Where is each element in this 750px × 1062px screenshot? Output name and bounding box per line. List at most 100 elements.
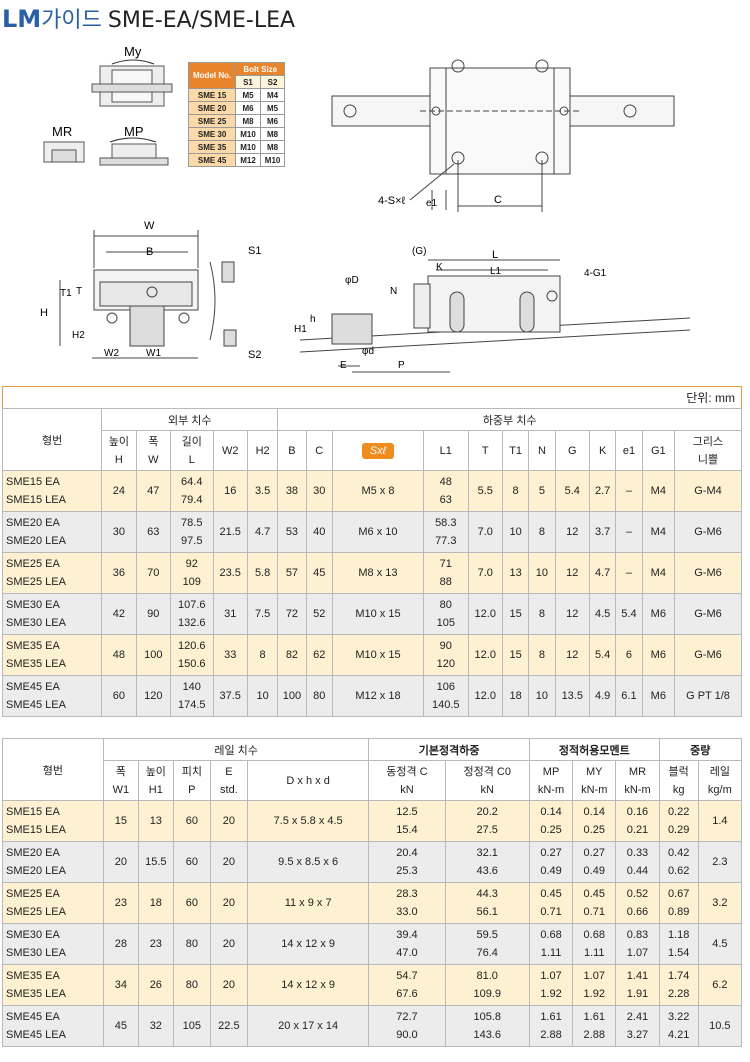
dim-h2: H2 xyxy=(72,330,85,341)
g1-cell: M4 xyxy=(641,470,675,512)
grease-cell: G-M6 xyxy=(673,593,743,635)
dim-w1: W1 xyxy=(146,348,161,359)
dim-phid-small: φd xyxy=(362,346,374,357)
w-cell: 100 xyxy=(135,634,172,676)
dim-phid: φD xyxy=(345,275,359,286)
h2-cell: 5.8 xyxy=(246,552,279,594)
dim-p: P xyxy=(398,360,405,371)
e1-cell: 6 xyxy=(615,634,643,676)
h2-cell: 10 xyxy=(246,675,279,717)
w2-cell: 21.5 xyxy=(212,511,248,553)
t1-col-h2: H2 xyxy=(246,430,279,471)
c-cell: 45 xyxy=(305,552,333,594)
t1-cell: 8 xyxy=(501,470,530,512)
h2-cell: 3.5 xyxy=(246,470,279,512)
technical-drawings: My MR MP 4-S×ℓ e1 C xyxy=(40,44,691,373)
n-cell: 8 xyxy=(528,634,556,676)
t1-group-outer: 외부 치수 xyxy=(101,408,279,431)
t-cell: 7.0 xyxy=(467,511,503,553)
page-title: LM 가이드 SME-EA/SME-LEA xyxy=(2,2,295,33)
g-cell: 12 xyxy=(554,593,590,635)
dim-n: N xyxy=(390,286,397,297)
sxl-badge: Sxℓ xyxy=(361,442,395,459)
bolt-s2: M10 xyxy=(259,153,286,167)
moment-mp-label: MP xyxy=(124,124,144,139)
p-cell: 60 xyxy=(172,882,211,924)
rail-weight-cell: 3.2 xyxy=(697,882,743,924)
g1-cell: M6 xyxy=(641,634,675,676)
n-cell: 5 xyxy=(528,470,556,512)
c-cell: 52 xyxy=(305,593,333,635)
sxl-cell: M6 x 10 xyxy=(331,511,425,553)
b-cell: 38 xyxy=(277,470,307,512)
dim-sxl: 4-S×ℓ xyxy=(378,195,406,207)
dim-e: E xyxy=(340,360,347,371)
p-cell: 105 xyxy=(172,1005,211,1047)
dim-t: T xyxy=(76,286,82,297)
dim-e1: e1 xyxy=(426,198,438,209)
dim-l1: L1 xyxy=(490,266,502,277)
dim-c: C xyxy=(494,194,502,206)
bolt-model: SME 15 xyxy=(187,88,237,102)
moment-mr-label: MR xyxy=(52,124,72,139)
h-cell: 42 xyxy=(101,593,137,635)
unit-label: 단위: mm xyxy=(2,386,742,408)
t1-col-g: G xyxy=(554,430,590,471)
h2-cell: 4.7 xyxy=(246,511,279,553)
bolt-s2: M8 xyxy=(259,140,286,154)
t2-group-rail: 레일 치수 xyxy=(102,738,370,761)
dim-w2: W2 xyxy=(104,348,119,359)
dim-g: (G) xyxy=(412,246,426,257)
b-cell: 82 xyxy=(277,634,307,676)
h1-cell: 13 xyxy=(137,800,174,842)
e-cell: 20 xyxy=(209,923,248,965)
t2-model-header: 형번 xyxy=(2,738,104,801)
p-cell: 80 xyxy=(172,923,211,965)
h-cell: 60 xyxy=(101,675,137,717)
t1-col-e1: e1 xyxy=(615,430,643,471)
dim-h-small: h xyxy=(310,314,316,325)
w2-cell: 23.5 xyxy=(212,552,248,594)
t1-group-load: 하중부 치수 xyxy=(277,408,742,431)
bolt-s2: M6 xyxy=(259,114,286,128)
e-cell: 20 xyxy=(209,841,248,883)
bolt-s2: M5 xyxy=(259,101,286,115)
k-cell: 2.7 xyxy=(588,470,617,512)
bolt-s1: M12 xyxy=(235,153,261,167)
h1-cell: 26 xyxy=(137,964,174,1006)
h1-cell: 32 xyxy=(137,1005,174,1047)
w2-cell: 16 xyxy=(212,470,248,512)
dim-k: K xyxy=(436,262,443,273)
